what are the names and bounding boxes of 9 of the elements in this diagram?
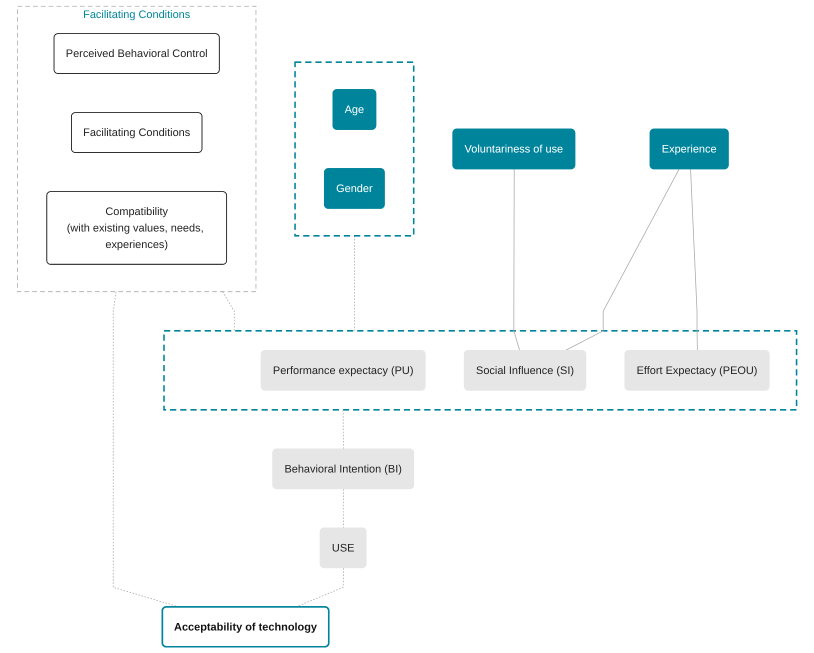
connector <box>354 235 355 332</box>
connector <box>222 291 235 332</box>
connector <box>342 488 344 529</box>
cluster <box>163 330 798 411</box>
connector <box>342 409 344 450</box>
connector <box>564 168 680 352</box>
connector <box>513 168 520 352</box>
cluster <box>294 61 414 237</box>
connector <box>690 168 698 352</box>
